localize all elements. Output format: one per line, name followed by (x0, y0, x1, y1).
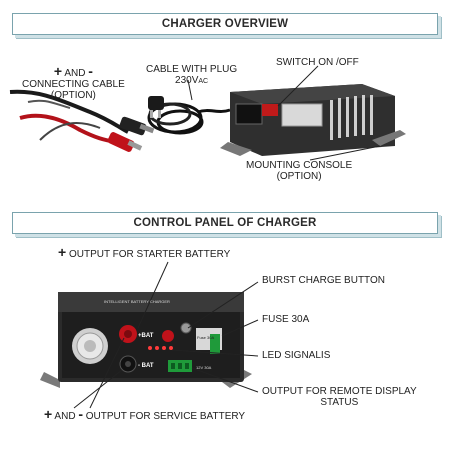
mount-leader-line (309, 145, 381, 161)
led-leader-line (171, 349, 259, 357)
device-brand-text: INTELLIGENT BATTERY CHARGER (104, 299, 170, 304)
control-panel-banner: CONTROL PANEL OF CHARGER (12, 212, 438, 234)
minus-symbol: - (88, 63, 93, 79)
plus-symbol: + (58, 244, 67, 260)
connecting-cable-illustration (9, 89, 155, 152)
mount-label-line2: (OPTION) (276, 171, 322, 182)
switch-leader-line (277, 65, 319, 107)
fuse-label-text: Fuse 30A (197, 335, 215, 340)
power-cable-illustration (147, 96, 231, 135)
plug-label-ac: AC (198, 78, 209, 85)
plus-bat-text: +BAT (138, 333, 154, 339)
service-label-text: OUTPUT FOR SERVICE BATTERY (85, 411, 246, 422)
service-leader-line-1 (73, 369, 123, 409)
service-label-and: AND (54, 411, 76, 422)
charger-overview-title: CHARGER OVERVIEW (161, 18, 289, 30)
cable-label-line3: (OPTION) (50, 90, 96, 101)
rating-text: 12V 30A (196, 365, 212, 370)
plus-symbol: + (44, 406, 53, 422)
plug-label-line1: CABLE WITH PLUG (146, 64, 238, 75)
charger-overview-banner: CHARGER OVERVIEW (12, 13, 438, 35)
burst-label: BURST CHARGE BUTTON (262, 275, 385, 286)
charger-box-overview (220, 84, 406, 156)
mount-label-line1: MOUNTING CONSOLE (246, 160, 353, 171)
fuse-leader-line (221, 319, 259, 337)
charger-control-panel-device (40, 292, 252, 388)
plug-leader-line (187, 79, 193, 101)
led-label: LED SIGNALIS (262, 350, 331, 361)
control-panel-title: CONTROL PANEL OF CHARGER (133, 217, 317, 229)
cable-label-line1: AND (64, 68, 86, 79)
fuse-label: FUSE 30A (262, 314, 310, 325)
mount-label: MOUNTING CONSOLE (OPTION) (246, 160, 352, 182)
cable-label: + AND - CONNECTING CABLE (OPTION) (22, 63, 125, 101)
remote-label: OUTPUT FOR REMOTE DISPLAY STATUS (262, 386, 417, 408)
minus-bat-text: - BAT (138, 363, 154, 369)
burst-leader-line (187, 281, 259, 329)
cable-label-line2: CONNECTING CABLE (22, 79, 125, 90)
starter-leader-line (137, 261, 169, 329)
remote-label-line1: OUTPUT FOR REMOTE DISPLAY (262, 386, 417, 397)
remote-leader-line (191, 367, 259, 393)
service-leader-line-2 (89, 337, 125, 409)
plug-label-line2: 230V (175, 75, 199, 86)
plug-label: CABLE WITH PLUG 230VAC (146, 64, 237, 87)
starter-label-text: OUTPUT FOR STARTER BATTERY (68, 249, 231, 260)
plus-symbol: + (53, 63, 63, 79)
starter-label: + OUTPUT FOR STARTER BATTERY (58, 244, 231, 260)
service-label: + AND - OUTPUT FOR SERVICE BATTERY (44, 406, 246, 422)
minus-symbol: - (78, 406, 83, 422)
remote-label-line2: STATUS (320, 397, 359, 408)
switch-label: SWITCH ON /OFF (276, 57, 359, 68)
